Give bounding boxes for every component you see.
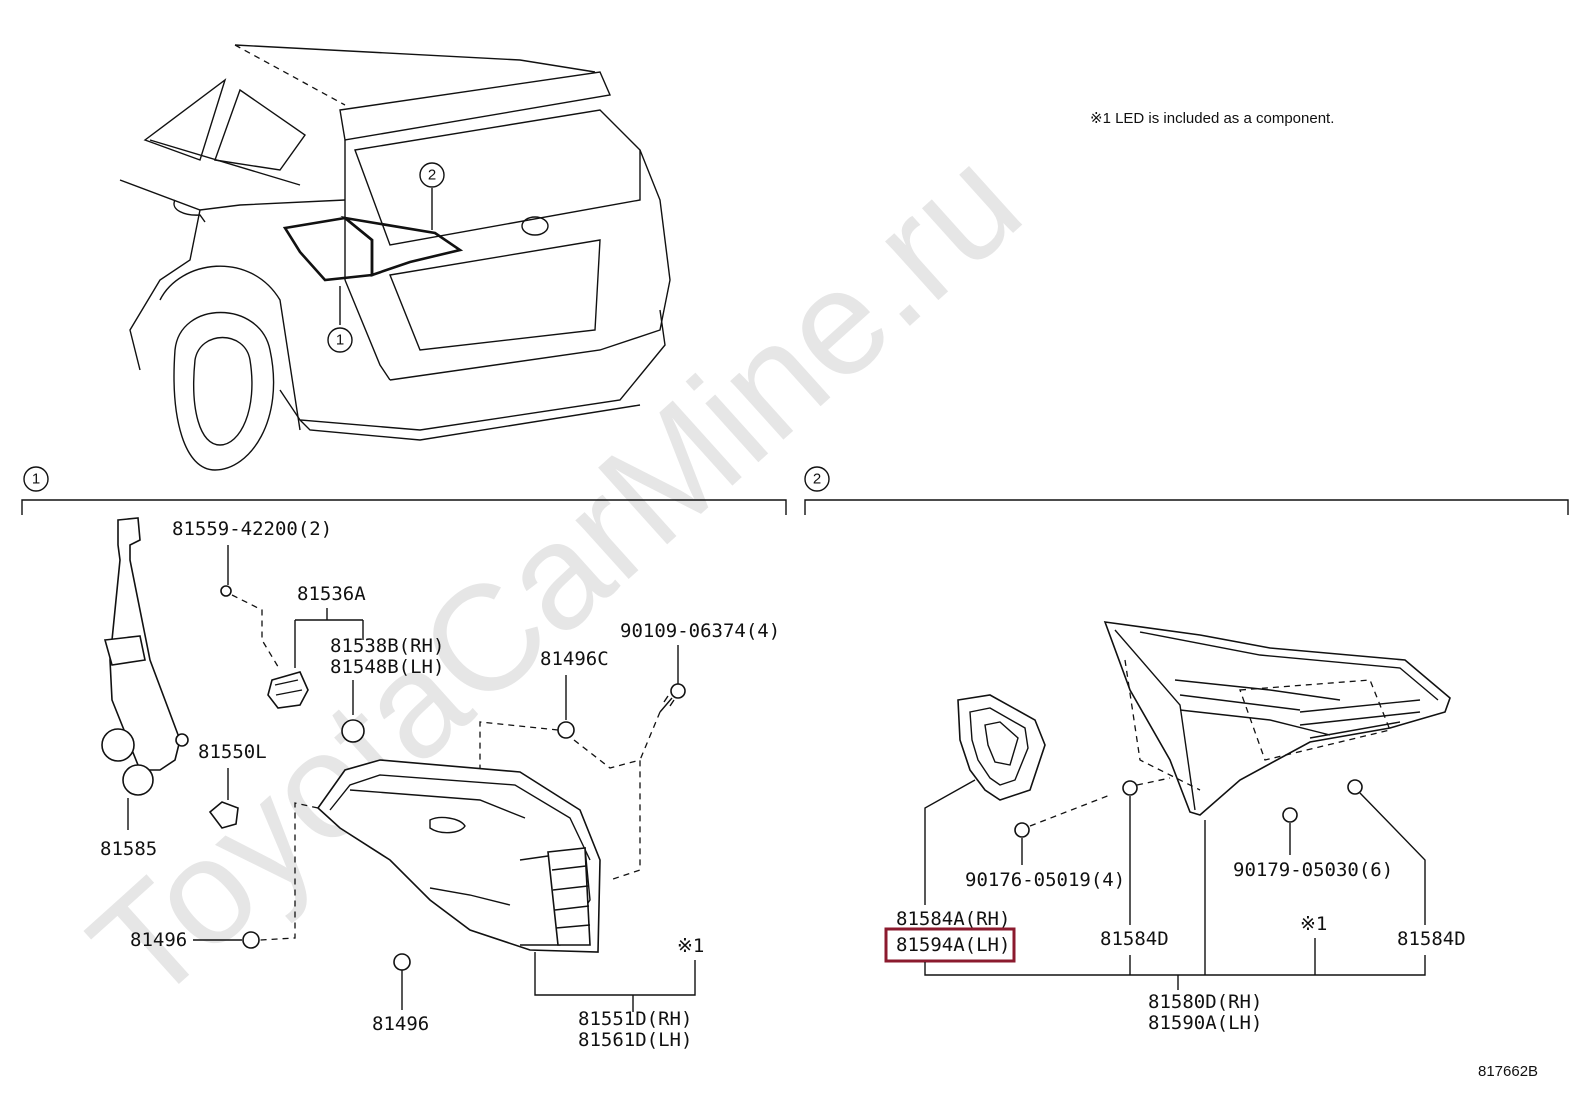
highlight-box [884,927,1016,963]
part-81584d-left-clip [1122,780,1138,796]
label-90109-06374: 90109-06374(4) [620,620,780,642]
part-90179-clip [1282,807,1298,823]
label-81538b: 81538B(RH) [330,635,444,657]
section-2-marker: 2 [813,471,821,488]
part-81496c-clip [557,721,575,739]
diagram-code: 817662B [1478,1063,1538,1080]
part-81496-left-clip [242,931,260,949]
part-81551d-outer-lamp [316,759,601,953]
label-81584d-left: 81584D [1100,928,1169,950]
part-81550l-bulb [208,801,239,829]
part-81559-screw [220,585,232,597]
part-81584d-right-clip [1347,779,1363,795]
part-81496-bottom-clip [393,953,411,971]
label-81496-bottom: 81496 [372,1013,429,1035]
label-90179-05030: 90179-05030(6) [1233,859,1393,881]
section-2-bracket: 2 [804,466,1569,515]
label-note-ref-1: ※1 [677,935,704,957]
label-note-ref-2: ※1 [1300,913,1327,935]
vehicle-rear-illustration: 1 2 [119,44,671,471]
label-81496-left: 81496 [130,929,187,951]
label-81580d: 81580D(RH) [1148,991,1262,1013]
label-81551d: 81551D(RH) [578,1008,692,1030]
label-81496c: 81496C [540,648,609,670]
section-1-bracket: 1 [21,466,787,515]
part-81538b-gasket [341,719,365,743]
label-81584a: 81584A(RH) [896,908,1010,930]
led-note: ※1 LED is included as a component. [1090,110,1334,127]
part-81536a-socket [267,671,309,709]
label-81548b: 81548B(LH) [330,656,444,678]
label-81590a: 81590A(LH) [1148,1012,1262,1034]
part-81585-harness [101,517,189,830]
label-81550l: 81550L [198,741,267,763]
label-81584d-right: 81584D [1397,928,1466,950]
part-90109-screw [659,683,686,713]
label-81536a: 81536A [297,583,366,605]
part-90176-clip [1014,822,1030,838]
section-1-marker: 1 [32,471,40,488]
callout-2-label: 2 [428,167,436,184]
label-90176-05019: 90176-05019(4) [965,869,1125,891]
part-81580d-inner-lamp [1103,621,1451,816]
label-81559-42200: 81559-42200(2) [172,518,332,540]
part-81594a-gasket [957,694,1046,801]
label-81594a: 81594A(LH) [896,934,1010,956]
label-81561d: 81561D(LH) [578,1029,692,1051]
callout-1-label: 1 [336,332,344,349]
label-81585: 81585 [100,838,157,860]
